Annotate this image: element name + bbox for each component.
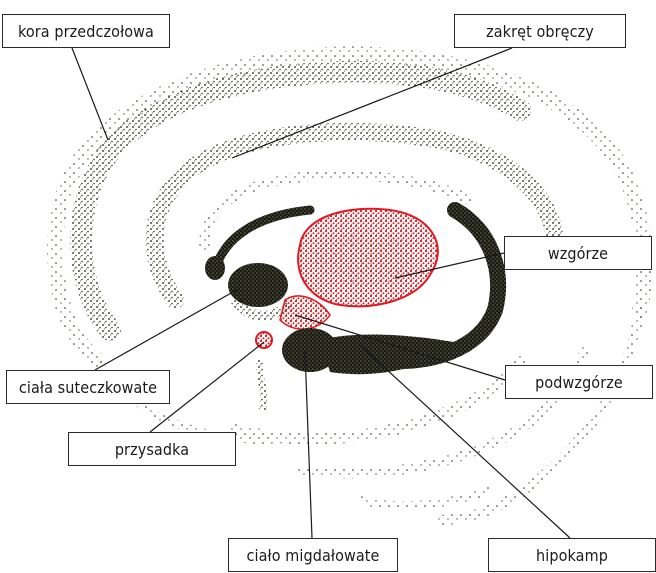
pituitary-region — [256, 332, 272, 348]
prefrontal-cortex-band — [81, 72, 520, 330]
leader-line-migdal — [305, 352, 312, 538]
label-podwzgorze: podwzgórze — [505, 365, 653, 399]
label-kora-przedczolowa: kora przedczołowa — [2, 14, 170, 48]
amygdala-hippocampus-region — [260, 328, 470, 410]
label-cialo-migdalowate: ciało migdałowate — [228, 538, 398, 572]
label-wzgorze: wzgórze — [504, 236, 652, 270]
label-zakret-obreczy: zakręt obręczy — [454, 14, 626, 48]
label-ciala-suteczkowate: ciała suteczkowate — [6, 370, 170, 404]
thalamus-region — [298, 209, 438, 306]
label-hipokamp: hipokamp — [488, 538, 656, 572]
leader-line-kora — [72, 48, 108, 140]
label-przysadka: przysadka — [68, 432, 236, 466]
